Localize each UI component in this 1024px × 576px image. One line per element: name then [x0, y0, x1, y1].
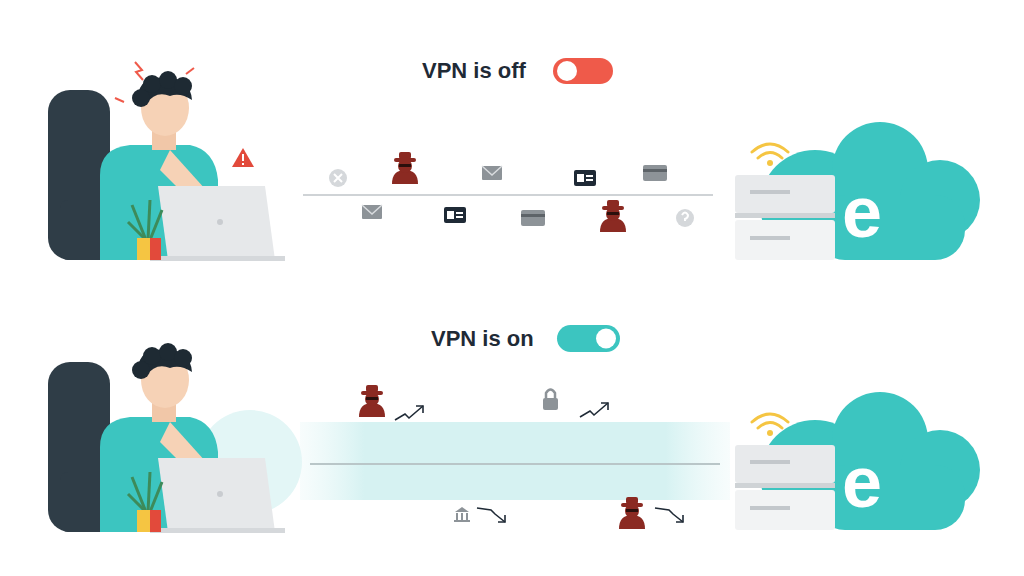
cloud-logo-letter: e [842, 176, 882, 248]
toggle-caption: VPN is off [422, 60, 526, 82]
cloud-logo-letter: e [842, 446, 882, 518]
toggle-caption: VPN is on [431, 328, 534, 350]
